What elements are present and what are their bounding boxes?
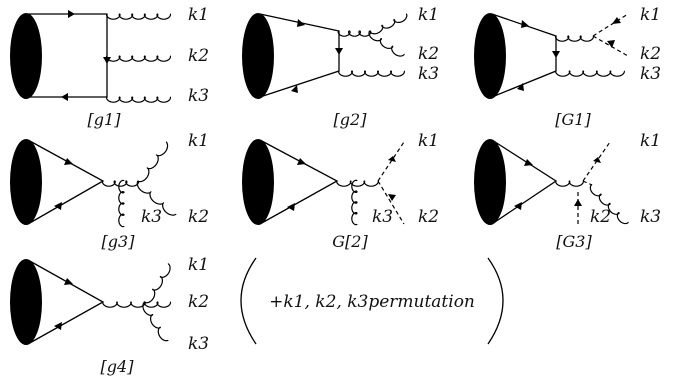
quark-arrow xyxy=(54,322,62,330)
diagram-G3: k1 k2 k3 [G3] xyxy=(474,131,661,251)
label-k2: k2 xyxy=(418,44,439,64)
label-k3: k3 xyxy=(418,64,439,84)
gluon-k2 xyxy=(105,55,172,62)
quark-arrow xyxy=(517,83,524,91)
gluon-internal xyxy=(555,180,584,187)
gluon-internal xyxy=(336,180,379,187)
quark-arrow xyxy=(297,158,306,165)
gluon-k3 xyxy=(589,184,629,225)
label-k2: k2 xyxy=(188,207,209,227)
quark-arrow xyxy=(521,20,529,28)
diagram-g4: k1 k2 k3 [g4] xyxy=(10,255,209,376)
ghost-line-k2 xyxy=(592,35,629,57)
hadron-blob xyxy=(10,139,42,225)
gluon-k1 xyxy=(137,141,169,183)
ghost-line-k2 xyxy=(377,180,405,225)
gluon-k1 xyxy=(105,13,172,20)
permutation-text: +k1, k2, k3permutation xyxy=(269,292,475,312)
ghost-arrow xyxy=(607,40,615,48)
quark-arrow xyxy=(335,48,343,55)
label-k2: k2 xyxy=(418,207,439,227)
ghost-line xyxy=(582,180,593,186)
caption-g4: [g4] xyxy=(101,357,135,376)
label-k1: k1 xyxy=(640,5,661,25)
gluon-k1 xyxy=(369,13,408,35)
diagram-g2: k1 k2 k3 [g2] xyxy=(242,5,439,129)
gluon-internal xyxy=(554,35,595,42)
gluon-k3 xyxy=(118,179,125,228)
ghost-arrow xyxy=(388,156,396,162)
caption-G1: [G1] xyxy=(555,110,591,129)
label-k1: k1 xyxy=(418,5,439,25)
hadron-blob xyxy=(474,139,506,225)
label-k2: k2 xyxy=(188,292,209,312)
quark-arrow xyxy=(287,203,295,211)
label-k3: k3 xyxy=(188,334,209,354)
gluon-internal xyxy=(102,301,146,308)
quark-arrow xyxy=(103,57,111,64)
gluon-internal xyxy=(101,180,140,187)
ghost-arrow xyxy=(574,199,582,206)
hadron-blob xyxy=(10,259,42,345)
gluon-k3 xyxy=(338,70,405,77)
label-k3: k3 xyxy=(372,207,393,227)
label-k1: k1 xyxy=(188,255,209,275)
hadron-blob xyxy=(474,13,506,99)
gluon-k2 xyxy=(368,30,405,57)
ghost-arrow xyxy=(612,17,621,24)
gluon-k3 xyxy=(142,301,169,342)
label-k3: k3 xyxy=(188,86,209,106)
quark-arrow xyxy=(514,202,522,210)
hadron-blob xyxy=(242,139,274,225)
gluon-k3 xyxy=(105,96,172,103)
quark-arrow xyxy=(297,19,305,27)
caption-g2: [g2] xyxy=(334,110,368,129)
diagram-G1: k1 k2 k3 [G1] xyxy=(474,5,661,129)
quark-arrow xyxy=(524,159,533,166)
caption-G2: G[2] xyxy=(332,232,368,251)
gluon-k2 xyxy=(136,180,177,216)
label-k3: k3 xyxy=(640,64,661,84)
label-k1: k1 xyxy=(188,5,209,25)
gluon-k1 xyxy=(144,263,171,304)
label-k3: k3 xyxy=(141,207,162,227)
caption-G3: [G3] xyxy=(556,232,592,251)
ghost-arrow xyxy=(593,157,601,163)
ghost-line-k1 xyxy=(377,141,405,182)
hadron-blob xyxy=(242,13,274,99)
diagram-G2: k1 k2 k3 G[2] xyxy=(242,131,439,251)
label-k2: k2 xyxy=(188,46,209,66)
ghost-line-k1 xyxy=(592,13,629,37)
quark-arrow xyxy=(68,10,75,18)
label-k1: k1 xyxy=(188,131,209,151)
gluon-k2 xyxy=(143,301,172,308)
label-k3: k3 xyxy=(640,207,661,227)
gluon-k3 xyxy=(351,179,358,226)
permutation-note: +k1, k2, k3permutation xyxy=(240,257,504,345)
diagram-g3: k1 k2 k3 [g3] xyxy=(10,131,209,251)
hadron-blob xyxy=(10,13,42,99)
diagram-g1: k1 k2 k3 [g1] xyxy=(10,5,209,129)
right-parenthesis xyxy=(487,257,504,345)
quark-arrow xyxy=(61,93,68,101)
gluon-internal xyxy=(337,30,372,37)
quark-arrow xyxy=(552,51,560,58)
quark-arrow xyxy=(54,202,62,210)
caption-g3: [g3] xyxy=(102,232,136,251)
caption-g1: [g1] xyxy=(88,110,122,129)
quark-arrow xyxy=(291,85,298,93)
label-k2: k2 xyxy=(640,44,661,64)
label-k1: k1 xyxy=(640,131,661,151)
ghost-arrow xyxy=(388,194,396,201)
label-k1: k1 xyxy=(418,131,439,151)
left-parenthesis xyxy=(240,257,257,345)
gluon-k3 xyxy=(555,70,625,77)
quark-arrow xyxy=(64,278,73,285)
label-k2: k2 xyxy=(590,207,611,227)
quark-arrow xyxy=(64,158,73,165)
